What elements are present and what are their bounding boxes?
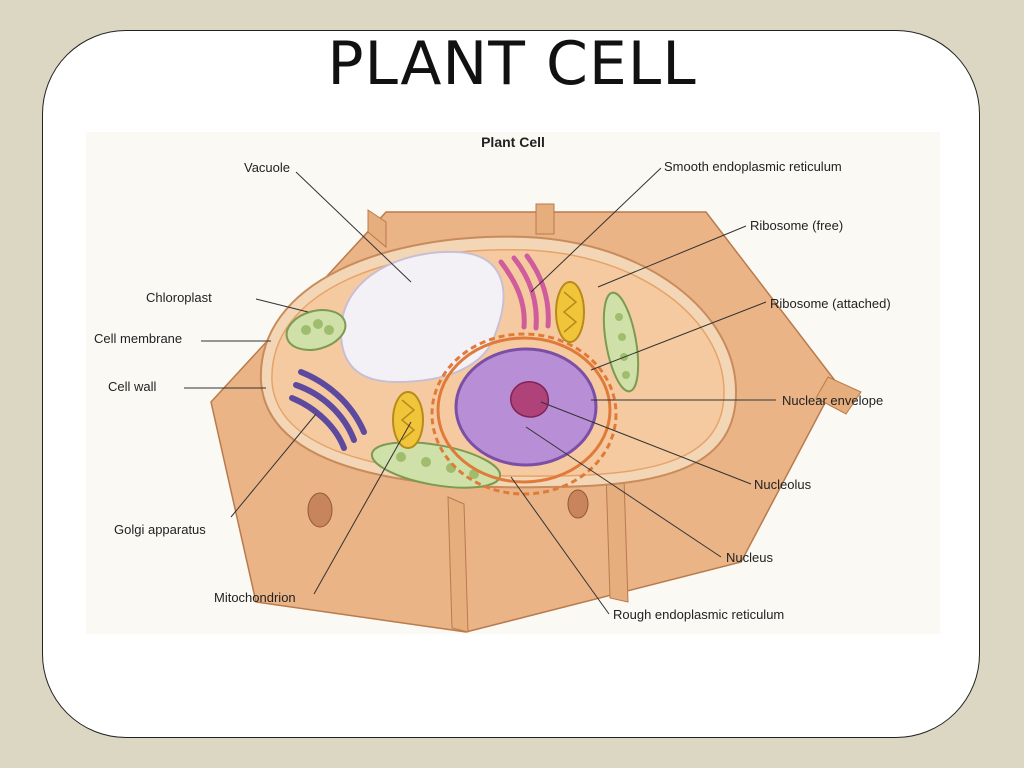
nucleolus xyxy=(509,381,550,418)
label-ribosome-attached: Ribosome (attached) xyxy=(770,296,891,311)
plant-cell-illustration xyxy=(184,167,862,633)
golgi-apparatus xyxy=(289,369,367,451)
cell-wall-pit xyxy=(307,492,333,528)
chloroplast xyxy=(602,291,640,393)
label-smooth-er: Smooth endoplasmic reticulum xyxy=(664,159,842,174)
figure-title: Plant Cell xyxy=(481,134,545,150)
label-cell-wall: Cell wall xyxy=(108,379,157,394)
label-nucleus: Nucleus xyxy=(726,550,773,565)
cell-wall-protrusion xyxy=(535,203,555,235)
slide-title: PLANT CELL xyxy=(327,29,697,99)
label-golgi-apparatus: Golgi apparatus xyxy=(114,522,206,537)
plant-cell-figure: Plant Cell Vacuole Chloroplast Cell memb… xyxy=(86,132,940,634)
label-nucleolus: Nucleolus xyxy=(754,477,812,492)
label-rough-er: Rough endoplasmic reticulum xyxy=(613,607,785,622)
chloroplast xyxy=(285,309,347,351)
label-vacuole: Vacuole xyxy=(244,160,291,175)
cell-wall-protrusion xyxy=(605,471,629,603)
label-mitochondrion: Mitochondrion xyxy=(214,590,296,605)
leader-lines xyxy=(184,167,776,615)
cell-wall-protrusion xyxy=(447,496,469,633)
mitochondrion xyxy=(392,391,424,449)
cell-wall-protrusion xyxy=(367,209,387,249)
label-chloroplast: Chloroplast xyxy=(146,290,212,305)
label-ribosome-free: Ribosome (free) xyxy=(750,218,844,233)
rough-endoplasmic-reticulum xyxy=(430,332,618,496)
cell-wall-protrusion xyxy=(815,376,862,415)
mitochondrion xyxy=(555,281,585,343)
cell-wall-pit xyxy=(567,489,589,519)
vacuole xyxy=(339,250,505,384)
label-nuclear-envelope: Nuclear envelope xyxy=(782,393,884,408)
label-cell-membrane: Cell membrane xyxy=(94,331,183,346)
